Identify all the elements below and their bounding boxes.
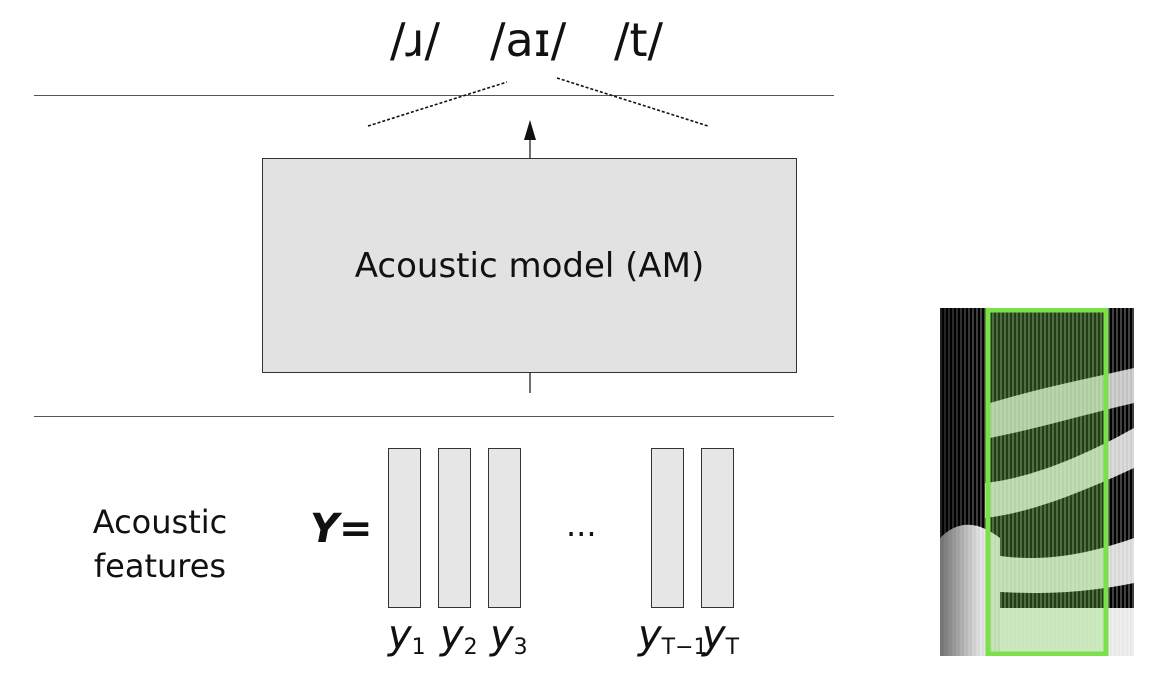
feature-label-t-minus-1: yT−1: [638, 612, 708, 671]
phoneme-sequence: /ɹ/ /aɪ/ /t/: [330, 8, 730, 78]
bottom-divider: [34, 416, 834, 417]
output-arrow-head: [524, 120, 536, 140]
acoustic-features-label-line2: features: [93, 547, 227, 585]
feature-label-3-sym: y: [490, 612, 514, 658]
feature-label-1-sub: 1: [411, 635, 426, 660]
feature-vector-2: [438, 448, 471, 608]
matrix-symbol: Y: [310, 506, 339, 552]
feature-matrix-symbol: Y=: [310, 505, 372, 553]
acoustic-features-label-line1: Acoustic: [92, 503, 228, 541]
ellipsis: ...: [566, 506, 597, 544]
feature-label-1: y1: [388, 612, 426, 671]
equals-sign: =: [338, 506, 373, 552]
phoneme-t: /t/: [614, 13, 664, 67]
feature-label-3: y3: [490, 612, 528, 671]
spectrogram-graphic: [940, 308, 1134, 656]
acoustic-model-label: Acoustic model (AM): [354, 245, 705, 286]
feature-label-2: y2: [440, 612, 478, 671]
feature-vector-3: [488, 448, 521, 608]
highlight-fill: [988, 310, 1106, 654]
acoustic-model-box: Acoustic model (AM): [262, 158, 797, 373]
feature-label-t-sub: T: [725, 635, 740, 660]
top-divider: [34, 95, 834, 96]
feature-label-t-minus-1-sub: T−1: [661, 635, 708, 660]
dashed-connector-right: [556, 77, 709, 127]
dashed-connector-left: [367, 81, 508, 127]
feature-label-1-sym: y: [388, 612, 412, 658]
feature-label-2-sub: 2: [463, 635, 478, 660]
feature-label-t-sym: y: [702, 612, 726, 658]
phoneme-ai: /aɪ/: [490, 13, 567, 67]
feature-label-2-sym: y: [440, 612, 464, 658]
feature-label-t: yT: [702, 612, 739, 671]
highlight-frame: [985, 308, 1109, 656]
feature-label-3-sub: 3: [513, 635, 528, 660]
feature-vector-1: [388, 448, 421, 608]
spectrogram-image: [940, 308, 1134, 656]
feature-label-t-minus-1-sym: y: [638, 612, 662, 658]
phoneme-r: /ɹ/: [390, 13, 441, 67]
feature-vector-t-minus-1: [651, 448, 684, 608]
acoustic-features-label: Acoustic features: [60, 500, 260, 588]
feature-vector-t: [701, 448, 734, 608]
